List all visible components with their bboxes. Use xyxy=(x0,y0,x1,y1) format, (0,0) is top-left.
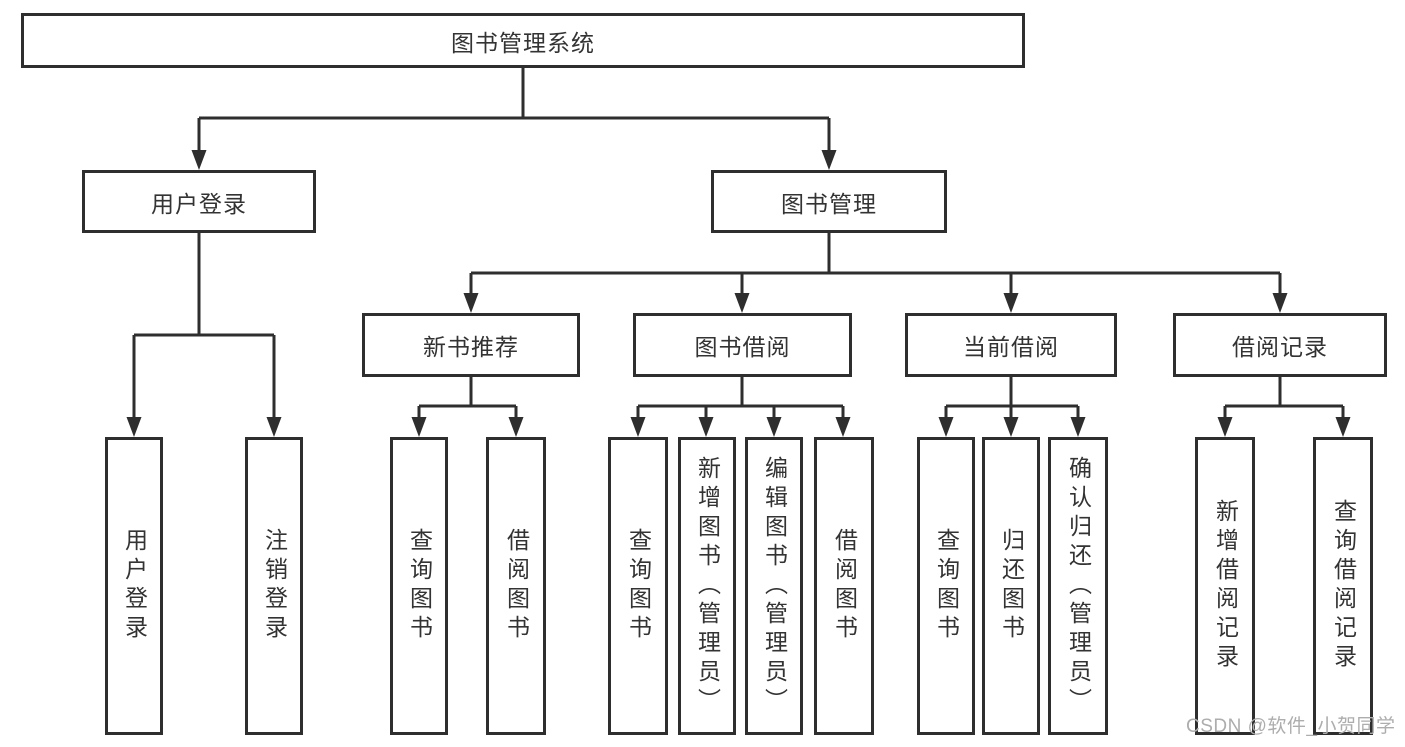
node-library-management-system: 图书管理系统 xyxy=(21,13,1025,68)
connector-new-book-recommendation-to-leaves xyxy=(411,377,524,437)
watermark-text: CSDN @软件_小贺同学 xyxy=(1186,716,1396,737)
connector-user-login-to-leaves xyxy=(126,233,282,437)
node-leaf-borrow-books-recommendation: 借阅图书 xyxy=(486,437,546,735)
node-leaf-borrow-books: 借阅图书 xyxy=(814,437,874,735)
node-book-borrowing: 图书借阅 xyxy=(633,313,852,377)
node-leaf-edit-book-admin: 编辑图书（管理员） xyxy=(745,437,803,735)
node-leaf-add-borrow-record: 新增借阅记录 xyxy=(1195,437,1255,735)
node-leaf-query-books-recommendation: 查询图书 xyxy=(390,437,448,735)
node-leaf-query-books-current: 查询图书 xyxy=(917,437,975,735)
connector-current-borrowing-to-leaves xyxy=(938,377,1086,437)
node-user-login: 用户登录 xyxy=(82,170,316,233)
node-leaf-confirm-return-admin: 确认归还（管理员） xyxy=(1048,437,1108,735)
node-new-book-recommendation: 新书推荐 xyxy=(362,313,580,377)
node-leaf-query-books-borrowing: 查询图书 xyxy=(608,437,668,735)
node-book-management: 图书管理 xyxy=(711,170,947,233)
node-leaf-logout: 注销登录 xyxy=(245,437,303,735)
connector-borrowing-records-to-leaves xyxy=(1217,377,1351,437)
node-leaf-user-login: 用户登录 xyxy=(105,437,163,735)
node-leaf-return-books: 归还图书 xyxy=(982,437,1040,735)
connector-root-to-level2 xyxy=(191,68,837,170)
connector-book-management-to-level3 xyxy=(463,233,1288,313)
node-leaf-add-book-admin: 新增图书（管理员） xyxy=(678,437,736,735)
node-borrowing-records: 借阅记录 xyxy=(1173,313,1387,377)
connector-book-borrowing-to-leaves xyxy=(630,377,851,437)
node-leaf-query-borrow-record: 查询借阅记录 xyxy=(1313,437,1373,735)
node-current-borrowing: 当前借阅 xyxy=(905,313,1117,377)
